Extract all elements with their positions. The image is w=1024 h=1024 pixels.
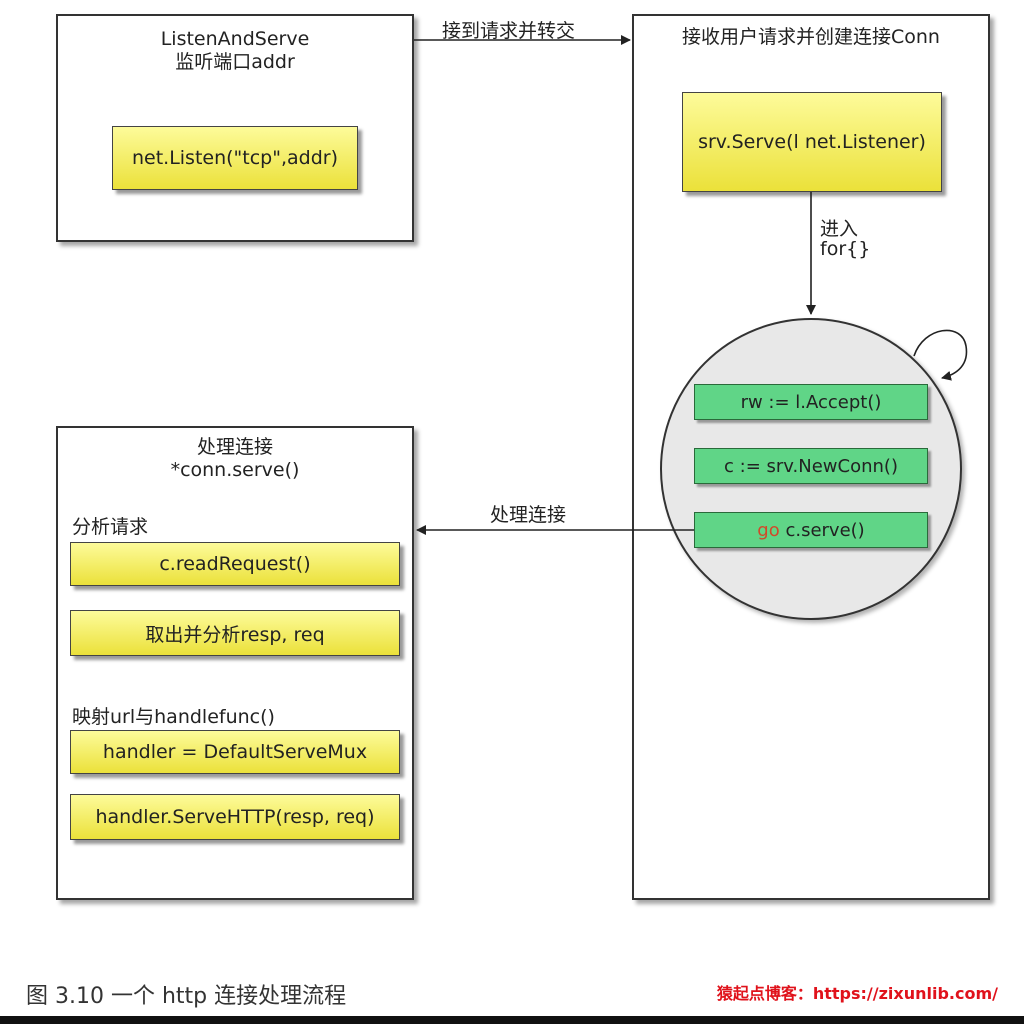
watermark: 猿起点博客：https://zixunlib.com/ <box>716 984 998 1003</box>
go-serve-call: c.serve() <box>779 519 865 541</box>
accept-node: rw := l.Accept() <box>694 384 928 420</box>
handle-box-title-line1: 处理连接 <box>196 436 273 458</box>
net-listen-node: net.Listen("tcp",addr) <box>112 126 358 190</box>
go-serve-node: go c.serve() <box>694 512 928 548</box>
listen-box-title-line1: ListenAndServe <box>160 28 310 50</box>
figure-caption: 图 3.10 一个 http 连接处理流程 <box>26 984 347 1009</box>
go-keyword: go <box>757 519 780 541</box>
enter-label-line2: for{} <box>820 238 871 260</box>
section-map-label: 映射url与handlefunc() <box>72 706 275 728</box>
listen-box-title-line2: 监听端口addr <box>175 51 295 73</box>
section-parse-label: 分析请求 <box>72 516 149 538</box>
enter-label-line1: 进入 <box>820 218 859 240</box>
parse-resp-req-node: 取出并分析resp, req <box>70 610 400 656</box>
listen-and-serve-box: ListenAndServe 监听端口addr net.Listen("tcp"… <box>56 14 414 242</box>
handle-box-title-line2: *conn.serve() <box>170 459 300 481</box>
handle-box-title: 处理连接 *conn.serve() <box>58 436 412 482</box>
bottom-bar <box>0 1016 1024 1024</box>
listen-box-title: ListenAndServe 监听端口addr <box>58 28 412 74</box>
serve-http-node: handler.ServeHTTP(resp, req) <box>70 794 400 840</box>
accept-box-title: 接收用户请求并创建连接Conn <box>682 26 940 48</box>
read-request-node: c.readRequest() <box>70 542 400 586</box>
loop-back-arrow <box>913 329 968 381</box>
handle-conn-box: 处理连接 *conn.serve() 分析请求 c.readRequest() … <box>56 426 414 900</box>
srv-serve-node: srv.Serve(l net.Listener) <box>682 92 942 192</box>
new-conn-node: c := srv.NewConn() <box>694 448 928 484</box>
handler-assign-node: handler = DefaultServeMux <box>70 730 400 774</box>
arrow-mid-label: 处理连接 <box>490 504 567 526</box>
arrow-top-label: 接到请求并转交 <box>442 20 576 42</box>
